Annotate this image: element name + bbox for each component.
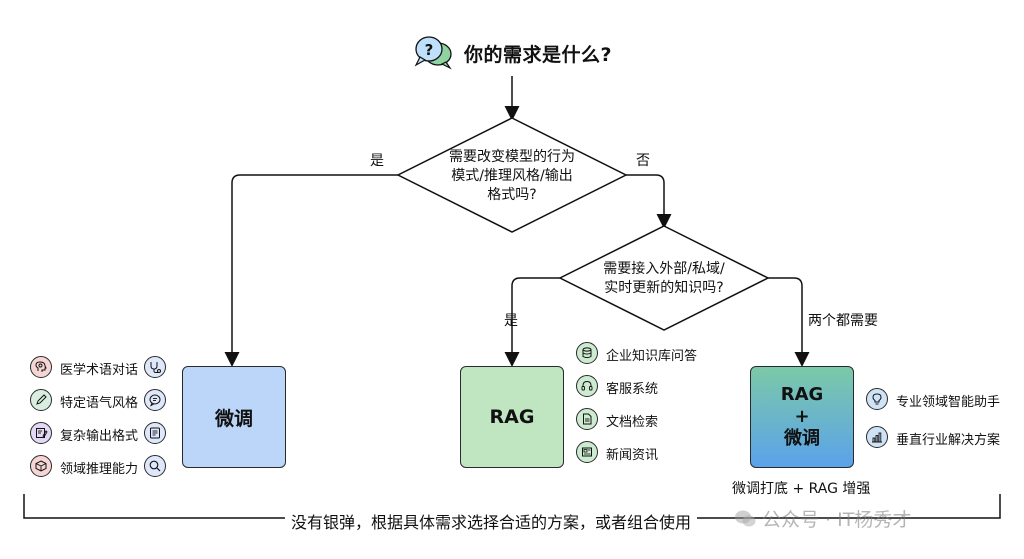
edge-yes-to-finetune (224, 174, 398, 367)
watermark: 公众号 · IT杨秀才 (734, 505, 911, 532)
chat-icon (144, 389, 166, 411)
edge-yes-to-rag (504, 277, 560, 367)
newspaper-icon (576, 441, 598, 463)
edge-both-to-hybrid (768, 277, 810, 367)
finetune-item: 复杂输出格式 (60, 429, 139, 444)
brain-icon (30, 356, 52, 378)
search-icon (144, 455, 166, 477)
edge-label-no1: 否 (636, 153, 650, 169)
pen-icon (30, 389, 52, 411)
cube-icon (30, 455, 52, 477)
hybrid-label-finetune: 微调 (784, 428, 820, 449)
watermark-text: 公众号 · IT杨秀才 (762, 509, 912, 531)
rag-item: 文档检索 (606, 415, 659, 430)
document-icon (576, 408, 598, 430)
page-title: 你的需求是什么? (464, 44, 613, 66)
svg-text:?: ? (425, 41, 434, 59)
finetune-item: 领域推理能力 (60, 462, 139, 477)
rag-item: 企业知识库问答 (606, 349, 698, 364)
hybrid-item: 垂直行业解决方案 (896, 433, 1001, 448)
edge-label-both: 两个都需要 (808, 313, 878, 329)
hybrid-label-rag: RAG (780, 384, 824, 405)
lightbulb-icon (866, 388, 888, 410)
headset-icon (576, 375, 598, 397)
hybrid-box: RAG + 微调 (750, 366, 854, 468)
decision2-text: 需要接入外部/私域/ 实时更新的知识吗? (584, 260, 744, 298)
hybrid-caption: 微调打底 + RAG 增强 (732, 481, 871, 497)
decision2-line: 需要接入外部/私域/ (603, 261, 725, 277)
edge-label-yes2: 是 (504, 313, 518, 329)
edit-document-icon (30, 422, 52, 444)
hybrid-label-plus: + (794, 406, 810, 427)
decision1-text: 需要改变模型的行为 模式/推理风格/输出 格式吗? (422, 148, 602, 205)
finetune-label: 微调 (214, 407, 253, 430)
list-document-icon (144, 422, 166, 444)
wechat-icon (734, 509, 756, 529)
decision1-line: 模式/推理风格/输出 (451, 168, 573, 184)
question-bubble-icon: ? (412, 34, 454, 70)
rag-box: RAG (460, 366, 564, 468)
database-icon (576, 342, 598, 364)
decision1-line: 格式吗? (487, 187, 537, 203)
finetune-item: 特定语气风格 (60, 396, 139, 411)
stethoscope-icon (144, 356, 166, 378)
decision1-line: 需要改变模型的行为 (449, 149, 575, 165)
decision2-line: 实时更新的知识吗? (604, 280, 724, 296)
rag-label: RAG (489, 406, 535, 428)
decision2-diamond (558, 225, 770, 331)
edge-no-to-decision2 (626, 174, 672, 229)
decision1-diamond (396, 117, 628, 233)
rag-item: 新闻资讯 (606, 448, 659, 463)
finetune-box: 微调 (182, 366, 286, 468)
rag-item: 客服系统 (606, 382, 659, 397)
footer-note: 没有银弹，根据具体需求选择合适的方案，或者组合使用 (285, 509, 698, 533)
hybrid-item: 专业领域智能助手 (896, 395, 1001, 410)
edge-label-yes1: 是 (370, 153, 384, 169)
bar-chart-icon (866, 426, 888, 448)
finetune-item: 医学术语对话 (60, 363, 139, 378)
